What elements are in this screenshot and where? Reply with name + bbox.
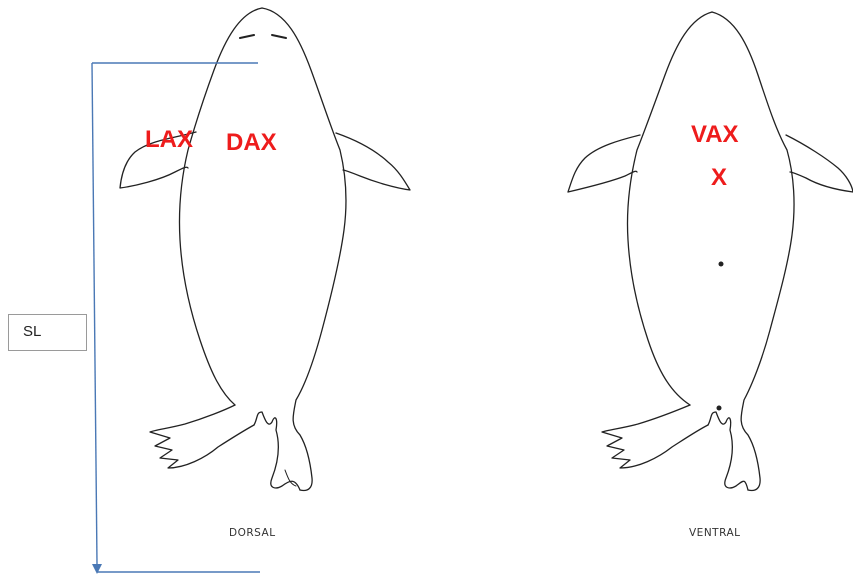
x-label: X	[711, 164, 728, 191]
lax-label: LAX	[145, 126, 193, 153]
sl-label-box: SL	[8, 314, 87, 351]
genital-dot	[716, 405, 722, 411]
umbilicus-dot	[718, 261, 724, 267]
dax-label: DAX	[226, 129, 277, 156]
ventral-seal-outline	[567, 11, 853, 492]
dorsal-caption: DORSAL	[229, 527, 276, 539]
ventral-caption: VENTRAL	[689, 527, 741, 539]
vax-label: VAX	[691, 121, 739, 148]
sl-arrow-shaft	[91, 62, 98, 565]
sl-arrow-head	[92, 564, 102, 574]
sl-measurement	[91, 62, 260, 574]
dorsal-seal-outline	[119, 7, 411, 492]
sl-label: SL	[23, 323, 42, 340]
